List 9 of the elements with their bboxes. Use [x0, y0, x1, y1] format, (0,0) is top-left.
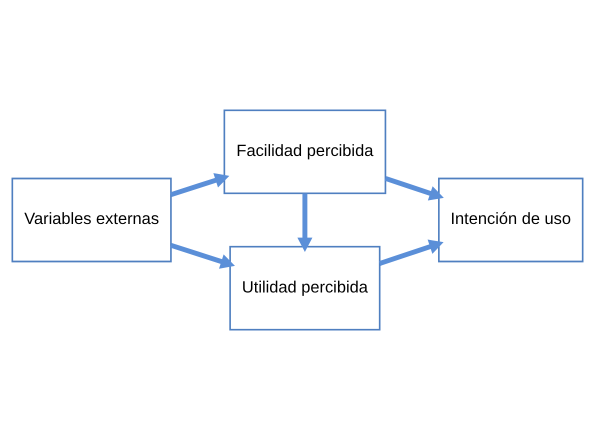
arrow — [297, 193, 312, 252]
node-box: Facilidad percibida — [224, 108, 386, 194]
node-box: Intención de uso — [438, 177, 584, 262]
arrow — [170, 172, 230, 197]
arrow — [378, 239, 444, 266]
arrow — [170, 242, 235, 268]
node-box: Variables externas — [12, 177, 172, 262]
node-box: Utilidad percibida — [229, 245, 380, 330]
arrow — [384, 176, 444, 200]
